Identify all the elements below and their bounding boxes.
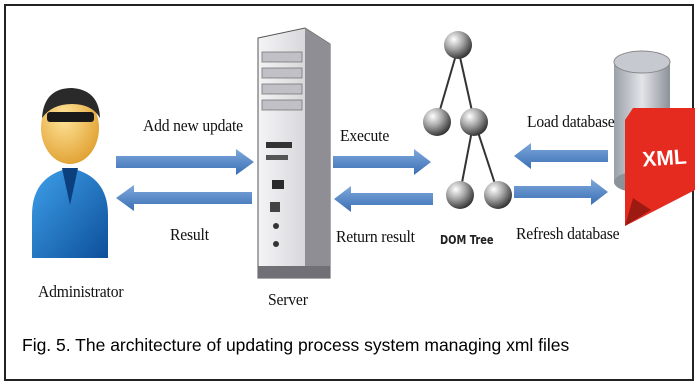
figure-caption: Fig. 5. The architecture of updating pro… <box>22 335 570 355</box>
arrow-result <box>116 185 252 211</box>
label-administrator: Administrator <box>38 282 124 301</box>
arrow-load-database <box>514 143 608 169</box>
arrow-add-new-update <box>116 149 254 175</box>
label-server: Server <box>268 290 308 309</box>
xml-database-icon <box>613 50 695 226</box>
label-refresh-database: Refresh database <box>516 224 620 243</box>
label-dom-tree: DOM Tree <box>440 233 494 247</box>
dom-tree-icon <box>423 31 512 209</box>
label-load-database: Load database <box>527 112 615 131</box>
label-return-result: Return result <box>336 227 415 246</box>
label-execute: Execute <box>340 126 390 145</box>
xml-label: XML <box>642 145 688 171</box>
server-icon <box>257 27 331 279</box>
label-result: Result <box>170 225 209 244</box>
arrow-refresh-database <box>514 179 608 205</box>
arrow-return-result <box>334 186 433 212</box>
administrator-icon <box>32 88 108 258</box>
arrow-execute <box>333 149 431 175</box>
label-add-new-update: Add new update <box>143 116 243 135</box>
